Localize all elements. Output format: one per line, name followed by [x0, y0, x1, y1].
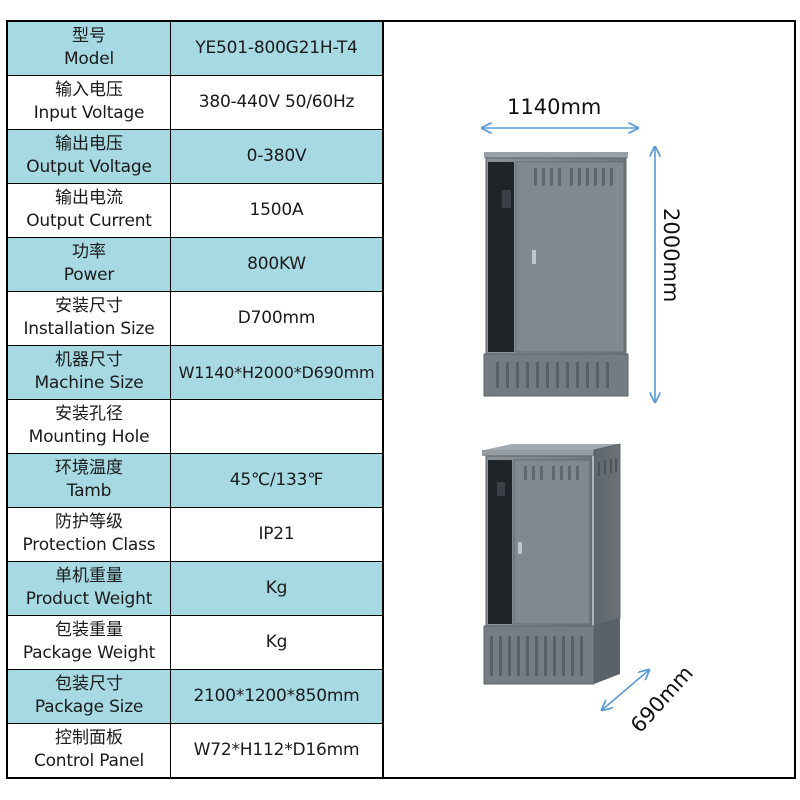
label-zh: 包装重量: [55, 620, 123, 641]
label-en: Protection Class: [22, 535, 156, 556]
label-zh: 输出电压: [55, 134, 123, 155]
label-en: Mounting Hole: [28, 427, 150, 448]
label-en: Machine Size: [34, 373, 144, 394]
spec-value: 800KW: [170, 236, 383, 292]
label-en: Power: [63, 265, 115, 286]
product-illustration: 1140mm 2000mm: [384, 22, 794, 777]
spec-value: 1500A: [170, 182, 383, 238]
depth-dimension-label: 690mm: [626, 661, 698, 737]
control-panel-icon: [497, 482, 505, 496]
spec-value: Kg: [170, 614, 383, 670]
spec-value: IP21: [170, 506, 383, 562]
label-zh: 包装尺寸: [55, 674, 123, 695]
spec-value: 2100*1200*850mm: [170, 668, 383, 724]
spec-value: [170, 398, 383, 454]
cabinet-drawing: 1140mm 2000mm: [384, 95, 698, 737]
control-panel-icon: [502, 190, 511, 208]
spec-value: 0-380V: [170, 128, 383, 184]
label-en: Package Weight: [22, 643, 156, 664]
label-en: Input Voltage: [33, 103, 145, 124]
spec-value: Kg: [170, 560, 383, 616]
label-zh: 机器尺寸: [55, 350, 123, 371]
label-zh: 环境温度: [55, 458, 123, 479]
spec-value: YE501-800G21H-T4: [170, 22, 383, 76]
label-en: Control Panel: [33, 751, 145, 772]
spec-value: 380-440V 50/60Hz: [170, 74, 383, 130]
label-en: Installation Size: [23, 319, 155, 340]
label-en: Model: [63, 49, 115, 70]
label-zh: 输入电压: [55, 80, 123, 101]
cabinet-perspective-view: [482, 443, 621, 685]
label-zh: 型号: [72, 26, 106, 47]
label-en: Product Weight: [25, 589, 153, 610]
label-zh: 输出电流: [55, 188, 123, 209]
width-dimension-label: 1140mm: [507, 95, 601, 119]
label-zh: 防护等级: [55, 512, 123, 533]
label-zh: 功率: [72, 242, 106, 263]
spec-value: W72*H112*D16mm: [170, 722, 383, 777]
label-en: Output Current: [26, 211, 152, 232]
label-en: Package Size: [34, 697, 144, 718]
label-en: Tamb: [66, 481, 112, 502]
spec-value: 45℃/133℉: [170, 452, 383, 508]
label-zh: 安装孔径: [55, 404, 123, 425]
label-zh: 安装尺寸: [55, 296, 123, 317]
cabinet-front-view: [483, 152, 629, 397]
label-zh: 单机重量: [55, 566, 123, 587]
height-dimension-label: 2000mm: [659, 208, 683, 302]
label-en: Output Voltage: [26, 157, 152, 178]
spec-value: D700mm: [170, 290, 383, 346]
label-zh: 控制面板: [55, 728, 123, 749]
depth-dimension-arrow: [602, 670, 649, 710]
spec-value: W1140*H2000*D690mm: [170, 344, 383, 400]
door-handle-icon: [518, 542, 522, 554]
door-handle-icon: [532, 250, 536, 264]
